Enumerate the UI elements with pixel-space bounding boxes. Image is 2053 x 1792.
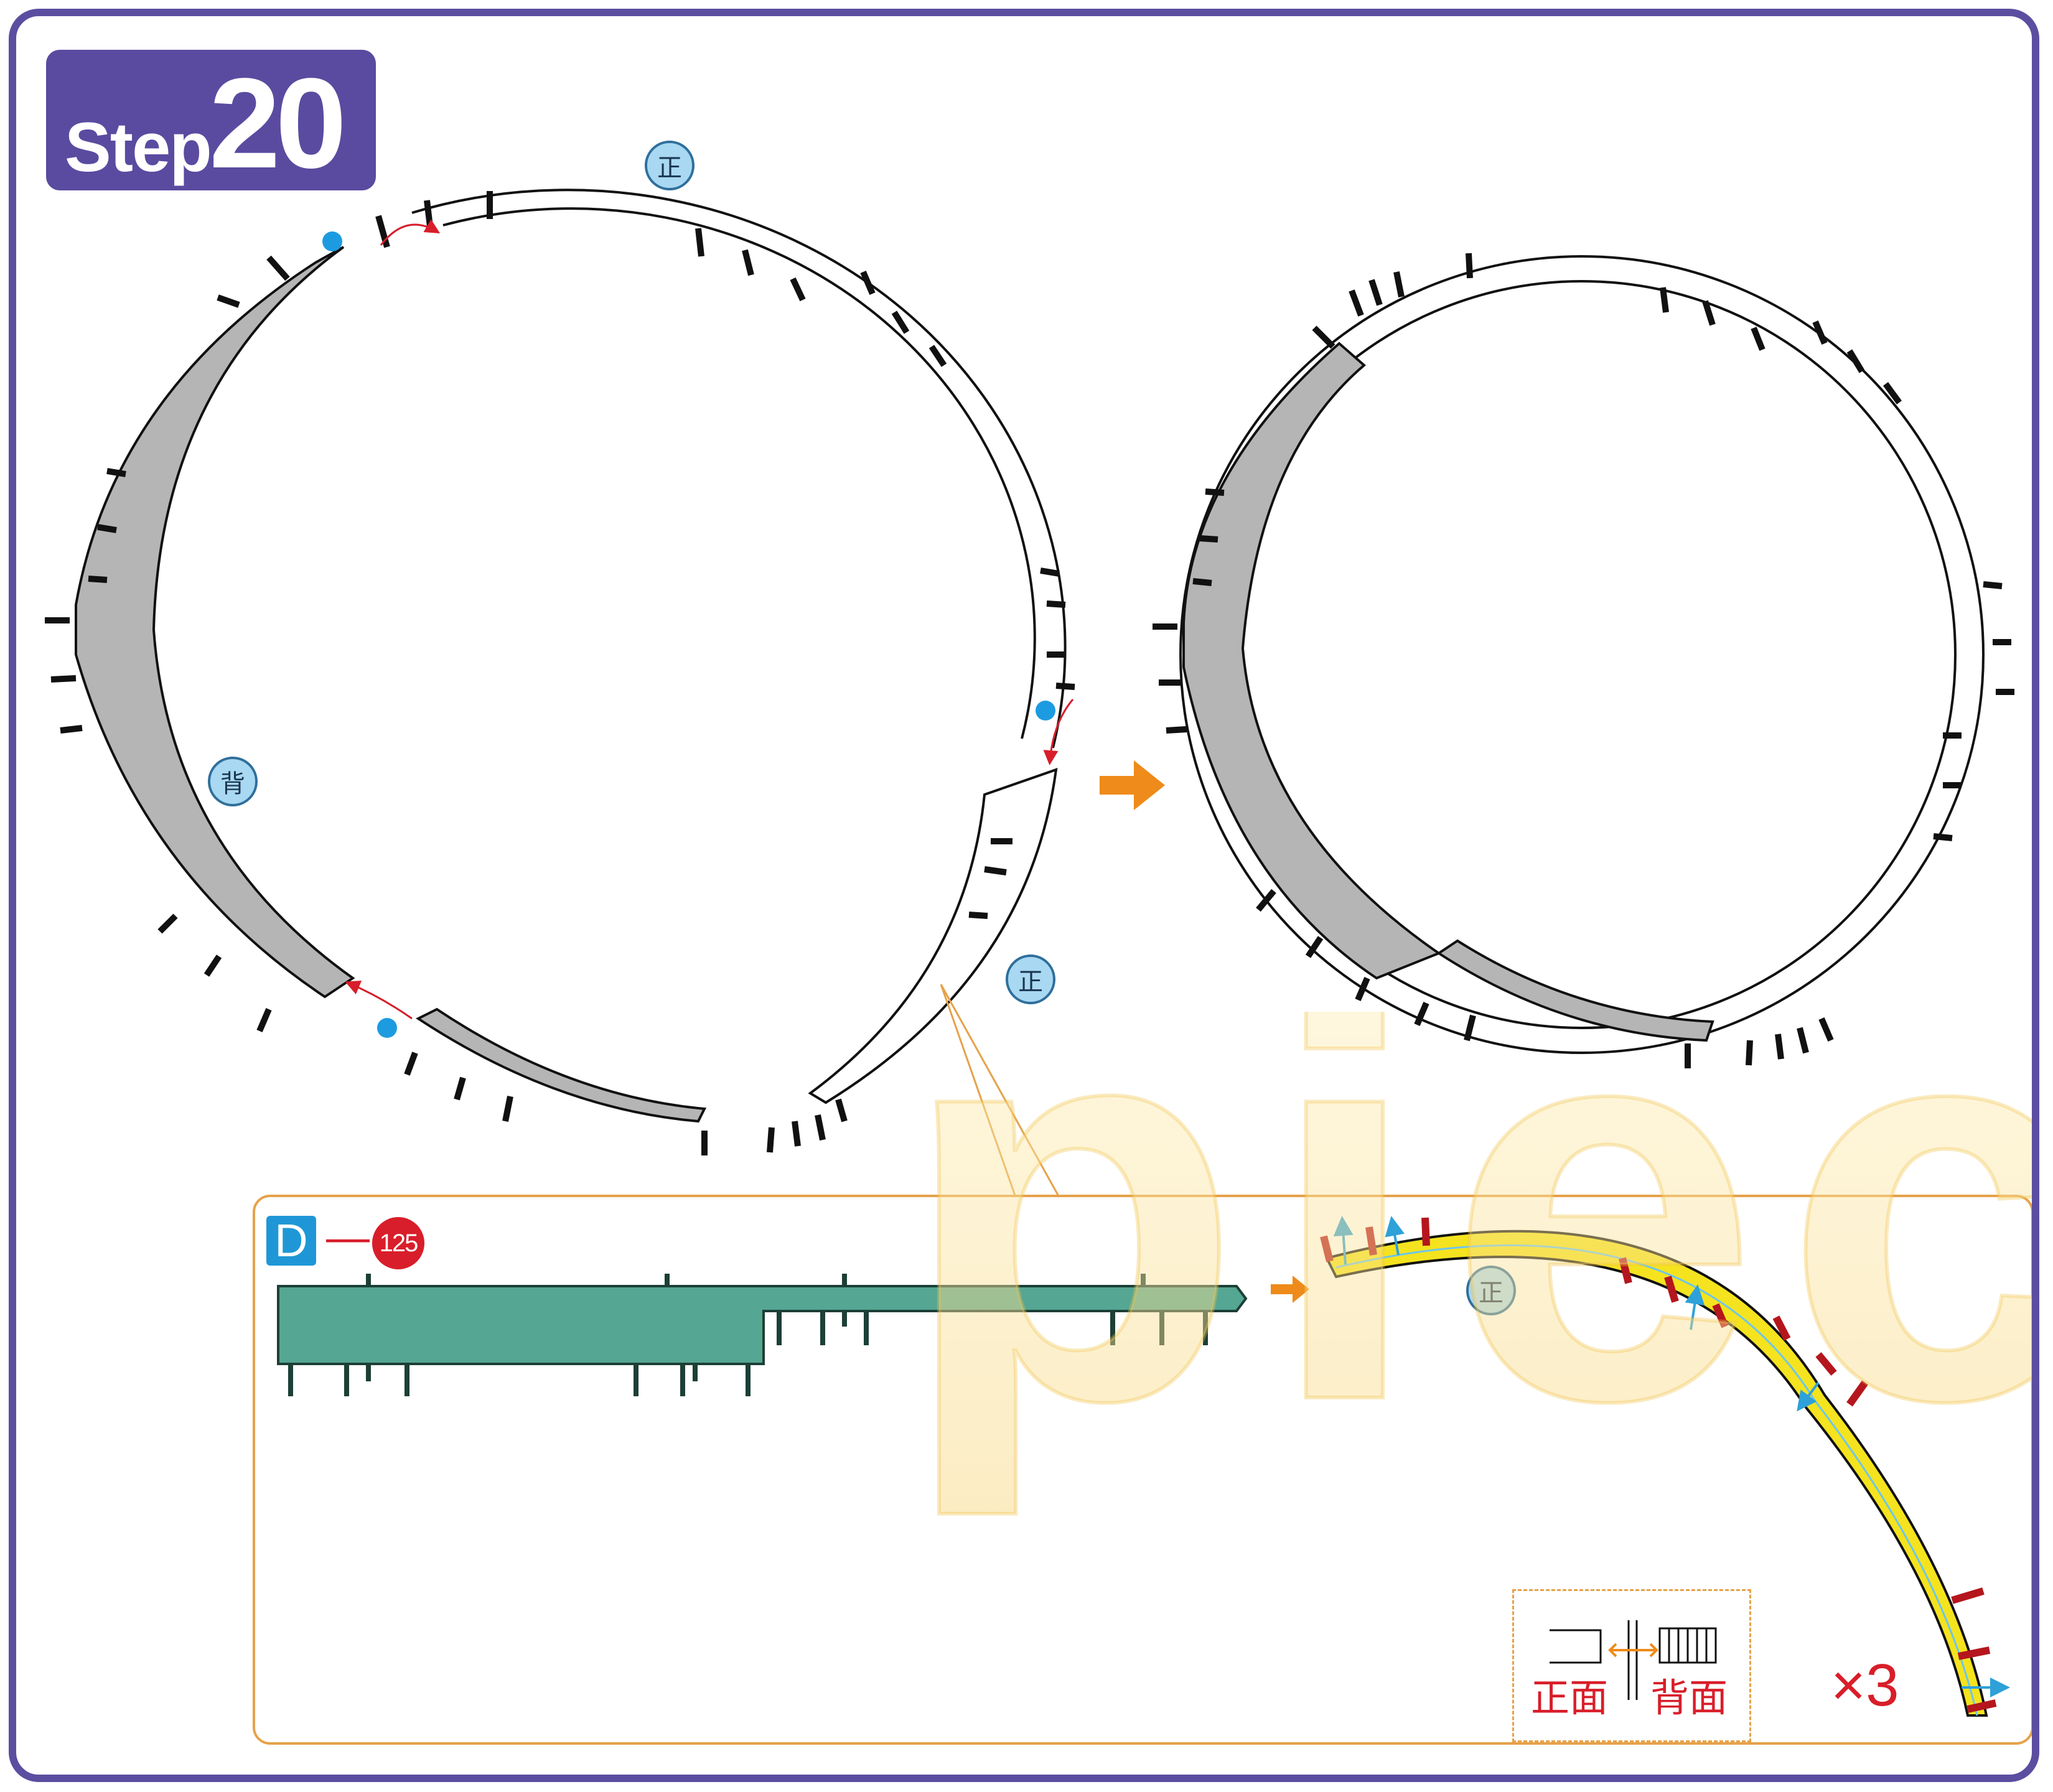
- callout-front-top: 正: [645, 141, 694, 190]
- callout-back-left: 背: [208, 757, 258, 806]
- step-word: Step: [65, 108, 212, 186]
- ring-before-tabs: [45, 191, 1075, 1155]
- assembly-diagram: [45, 189, 2014, 1717]
- step-badge: Step 20: [46, 50, 376, 195]
- face-legend-diagram: [1550, 1620, 1717, 1700]
- callout-front-detail: 正: [1466, 1266, 1516, 1315]
- blue-direction-arrow-icon: [1797, 1381, 1820, 1412]
- part-d125-body: [277, 1285, 1248, 1365]
- face-back-label: 背面: [1650, 1675, 1728, 1720]
- red-guide-arrow-icon: [380, 219, 441, 246]
- ring-before-grey-band: [75, 246, 355, 999]
- red-guide-arrow-icon: [1043, 699, 1074, 765]
- curved-part-marked-tabs: [1320, 1217, 1997, 1713]
- blue-direction-arrows: [1333, 1216, 2010, 1697]
- ring-before-bottom-band: [416, 1007, 707, 1123]
- ring-before: [45, 189, 1075, 1198]
- ring-after-grey-band: [1182, 342, 1442, 980]
- ring-after-outer-edge: [1179, 255, 1985, 1054]
- blue-dot-icon: [322, 231, 342, 251]
- curved-part-highlight: [1320, 1216, 2010, 1717]
- part-d125-drawing: [277, 1274, 1248, 1396]
- instruction-page: Step 20: [9, 9, 2039, 1782]
- ring-after-bottom-band: [1436, 939, 1714, 1042]
- blue-dot-icon: [377, 1018, 397, 1038]
- blue-direction-arrow-icon: [1685, 1284, 1705, 1330]
- ring-after-tabs: [1153, 253, 2014, 1068]
- part-letter-badge: D: [266, 1216, 316, 1266]
- blue-direction-arrow-icon: [1333, 1216, 1354, 1265]
- orange-arrow-icon: [1271, 1276, 1309, 1303]
- part-number-badge: 125: [372, 1217, 424, 1269]
- curved-part-centerline: [1335, 1244, 1978, 1716]
- red-guide-arrow-icon: [345, 980, 413, 1020]
- blue-dot-icon: [1036, 701, 1055, 721]
- callout-front-right: 正: [1006, 954, 1055, 1004]
- ring-after: [1153, 253, 2014, 1068]
- part-dash: —: [326, 1213, 370, 1261]
- face-legend-box: [1512, 1589, 1751, 1742]
- detail-panel: [253, 1195, 2032, 1745]
- orange-arrowhead-right-icon: [1649, 1643, 1658, 1658]
- orange-arrowhead-left-icon: [1608, 1643, 1617, 1658]
- part-d125-pins: [288, 1274, 1208, 1396]
- ring-before-outer-edge: [411, 189, 1067, 749]
- face-front-label: 正面: [1531, 1675, 1609, 1720]
- blue-direction-arrow-icon: [1385, 1216, 1405, 1256]
- orange-arrow-icon: [1100, 760, 1165, 810]
- zoom-guide-line: [940, 984, 1017, 1198]
- quantity-label: ×3: [1831, 1652, 1899, 1719]
- ring-before-inner-edge: [442, 207, 1036, 739]
- zoom-guide-line: [940, 984, 1060, 1198]
- step-number: 20: [209, 52, 347, 195]
- ring-before-right-section: [808, 768, 1058, 1104]
